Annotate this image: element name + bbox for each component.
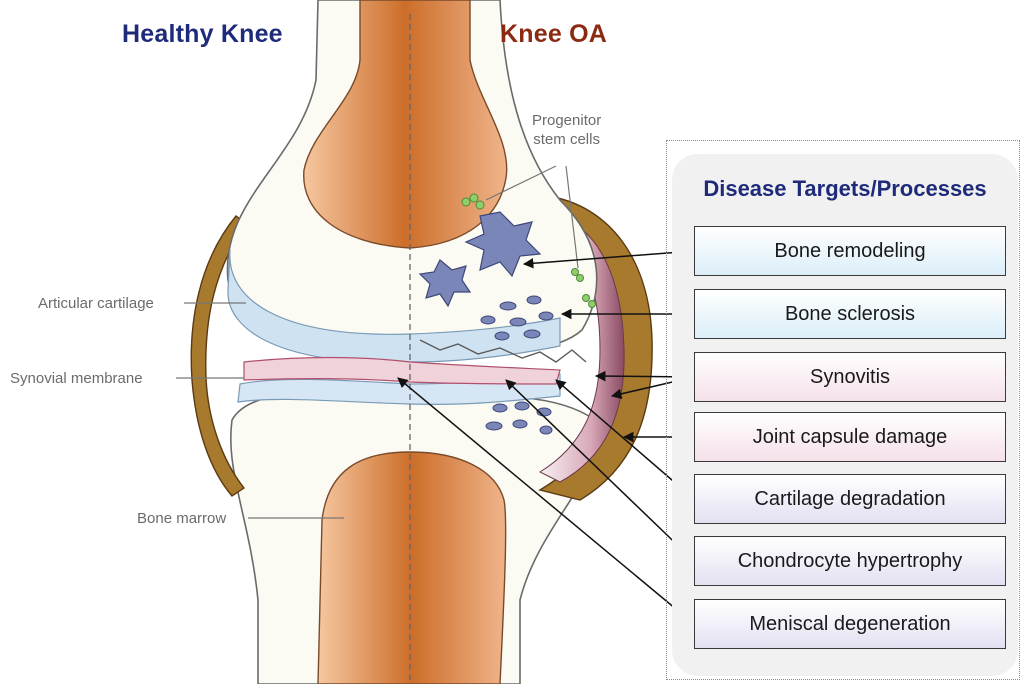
targets-panel-title: Disease Targets/Processes xyxy=(672,176,1018,202)
target-bone-sclerosis: Bone sclerosis xyxy=(694,289,1006,339)
heading-healthy-knee: Healthy Knee xyxy=(122,20,283,49)
tibia-bone-marrow xyxy=(318,452,506,684)
target-chondrocyte-hypertrophy: Chondrocyte hypertrophy xyxy=(694,536,1006,586)
target-joint-capsule-damage: Joint capsule damage xyxy=(694,412,1006,462)
target-bone-remodeling: Bone remodeling xyxy=(694,226,1006,276)
target-cartilage-degradation: Cartilage degradation xyxy=(694,474,1006,524)
target-meniscal-degeneration: Meniscal degeneration xyxy=(694,599,1006,649)
label-synovial-membrane: Synovial membrane xyxy=(10,370,143,387)
label-progenitor-stem-cells: Progenitor stem cells xyxy=(532,111,601,149)
label-bone-marrow: Bone marrow xyxy=(137,510,226,527)
target-synovitis: Synovitis xyxy=(694,352,1006,402)
label-progenitor-line2: stem cells xyxy=(532,130,601,149)
label-articular-cartilage: Articular cartilage xyxy=(38,295,154,312)
label-progenitor-line1: Progenitor xyxy=(532,111,601,130)
heading-knee-oa: Knee OA xyxy=(500,20,607,49)
